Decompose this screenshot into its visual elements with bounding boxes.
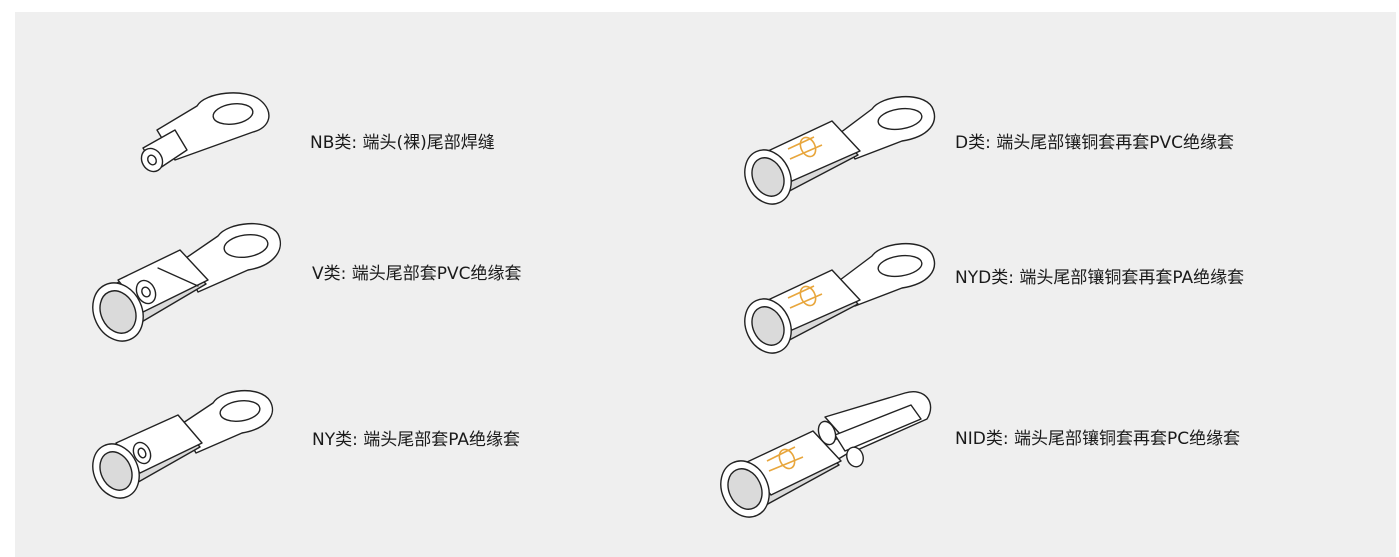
label-v: V类: 端头尾部套PVC绝缘套 bbox=[312, 264, 522, 284]
label-d: D类: 端头尾部镶铜套再套PVC绝缘套 bbox=[955, 133, 1234, 153]
terminal-item-nid: NID类: 端头尾部镶铜套再套PC绝缘套 bbox=[715, 385, 1335, 525]
terminal-item-ny: NY类: 端头尾部套PA绝缘套 bbox=[88, 385, 520, 505]
nyd-terminal-icon bbox=[744, 242, 936, 354]
terminal-item-d: D类: 端头尾部镶铜套再套PVC绝缘套 bbox=[740, 95, 1340, 210]
nb-terminal-icon bbox=[140, 92, 270, 173]
nid-terminal-icon bbox=[720, 391, 932, 518]
label-nid: NID类: 端头尾部镶铜套再套PC绝缘套 bbox=[955, 429, 1241, 449]
terminal-item-v: V类: 端头尾部套PVC绝缘套 bbox=[88, 220, 522, 350]
ny-terminal-icon bbox=[92, 389, 274, 499]
label-ny: NY类: 端头尾部套PA绝缘套 bbox=[312, 430, 521, 450]
d-terminal-icon bbox=[744, 95, 936, 205]
label-nb: NB类: 端头(裸)尾部焊缝 bbox=[310, 133, 495, 153]
label-nyd: NYD类: 端头尾部镶铜套再套PA绝缘套 bbox=[955, 268, 1245, 288]
v-terminal-icon bbox=[92, 222, 281, 342]
terminal-item-nb: NB类: 端头(裸)尾部焊缝 bbox=[135, 88, 495, 178]
terminal-item-nyd: NYD类: 端头尾部镶铜套再套PA绝缘套 bbox=[740, 240, 1340, 360]
